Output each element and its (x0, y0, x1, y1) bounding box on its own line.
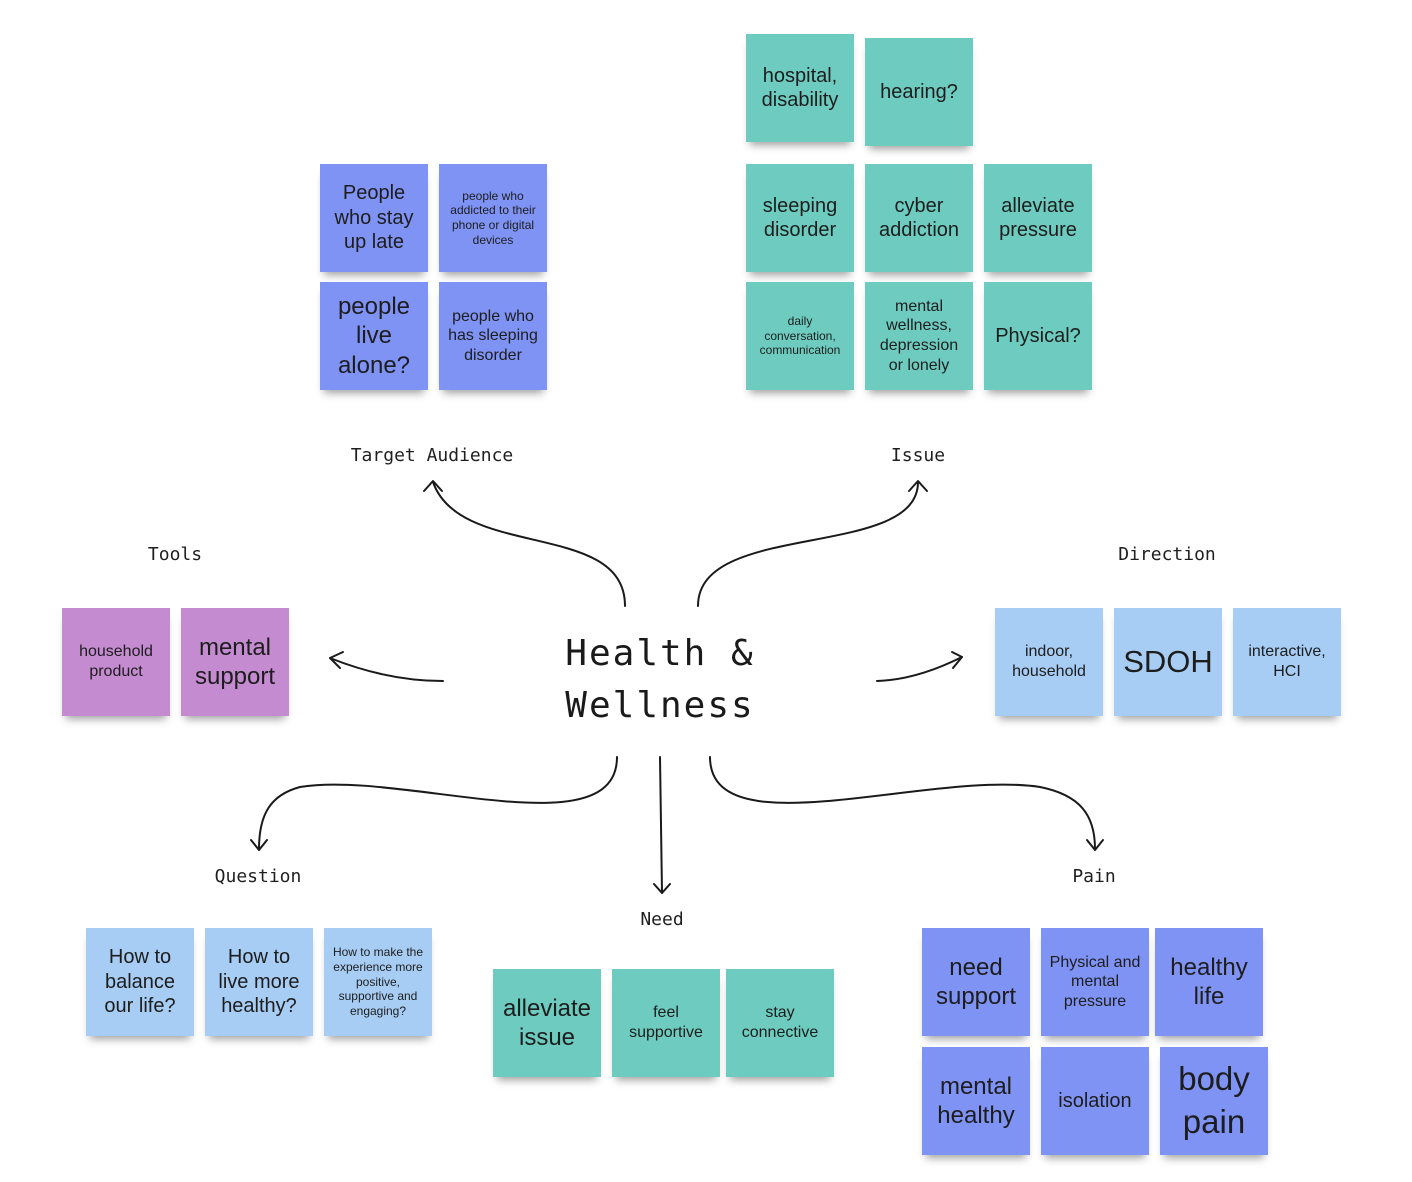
central-topic: Health & Wellness (565, 628, 754, 732)
arrow-to-need (659, 756, 663, 894)
sticky-note[interactable]: need support (922, 928, 1030, 1036)
sticky-note[interactable]: feel supportive (612, 969, 720, 1077)
sticky-note[interactable]: indoor, household (995, 608, 1103, 716)
sticky-note[interactable]: mental wellness, depression or lonely (865, 282, 973, 390)
sticky-note[interactable]: isolation (1041, 1047, 1149, 1155)
sticky-note[interactable]: sleeping disorder (746, 164, 854, 272)
arrowhead-pain (1086, 839, 1104, 851)
arrow-to-tools (329, 657, 444, 682)
sticky-note[interactable]: people who addicted to their phone or di… (439, 164, 547, 272)
sticky-note[interactable]: Physical? (984, 282, 1092, 390)
heading-direction: Direction (1118, 544, 1216, 565)
sticky-note[interactable]: mental healthy (922, 1047, 1030, 1155)
heading-target-audience: Target Audience (350, 445, 514, 466)
arrow-to-direction (876, 656, 963, 682)
sticky-note[interactable]: SDOH (1114, 608, 1222, 716)
heading-issue: Issue (890, 445, 946, 466)
sticky-note[interactable]: people live alone? (320, 282, 428, 390)
sticky-note[interactable]: Physical and mental pressure (1041, 928, 1149, 1036)
sticky-note[interactable]: household product (62, 608, 170, 716)
sticky-note[interactable]: mental support (181, 608, 289, 716)
heading-question: Question (214, 866, 302, 887)
heading-need: Need (640, 909, 684, 930)
sticky-note[interactable]: people who has sleeping disorder (439, 282, 547, 390)
sticky-note[interactable]: daily conversation, communication (746, 282, 854, 390)
sticky-note[interactable]: How to make the experience more positive… (324, 928, 432, 1036)
arrow-to-issue (697, 481, 919, 607)
sticky-note[interactable]: body pain (1160, 1047, 1268, 1155)
arrow-to-question (258, 756, 618, 850)
sticky-note[interactable]: hospital, disability (746, 34, 854, 142)
sticky-note[interactable]: cyber addiction (865, 164, 973, 272)
sticky-note[interactable]: How to balance our life? (86, 928, 194, 1036)
sticky-note[interactable]: alleviate issue (493, 969, 601, 1077)
arrow-to-pain (709, 756, 1096, 850)
arrowhead-tools (329, 651, 344, 669)
sticky-note[interactable]: healthy life (1155, 928, 1263, 1036)
arrowhead-direction (951, 651, 963, 669)
sticky-note[interactable]: People who stay up late (320, 164, 428, 272)
central-topic-line-2: Wellness (565, 685, 755, 726)
sticky-note[interactable]: interactive, HCI (1233, 608, 1341, 716)
arrow-to-target-audience (432, 481, 626, 607)
sticky-note[interactable]: stay connective (726, 969, 834, 1077)
heading-tools: Tools (147, 544, 203, 565)
sticky-note[interactable]: How to live more healthy? (205, 928, 313, 1036)
central-topic-line-1: Health & (565, 633, 755, 674)
heading-pain: Pain (1072, 866, 1116, 887)
sticky-note[interactable]: hearing? (865, 38, 973, 146)
arrowhead-issue (908, 480, 928, 492)
arrowhead-question (250, 839, 268, 851)
arrowhead-need (653, 883, 671, 894)
sticky-note[interactable]: alleviate pressure (984, 164, 1092, 272)
arrowhead-target-audience (423, 480, 443, 492)
